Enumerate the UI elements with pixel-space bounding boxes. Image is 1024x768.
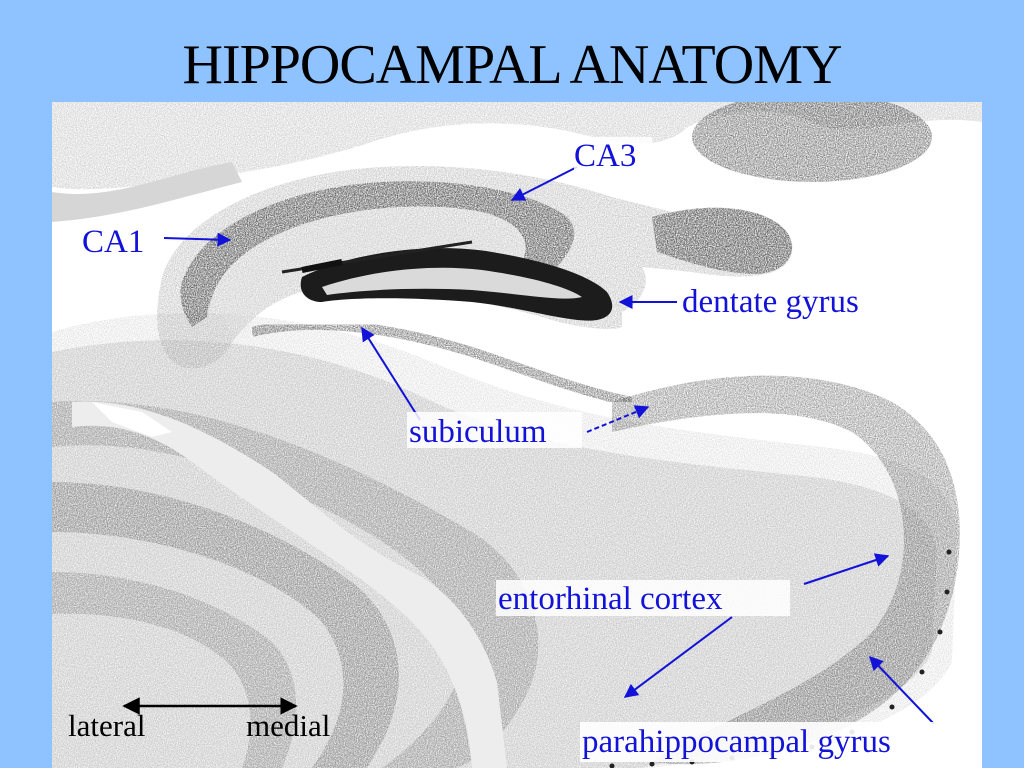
entorhinal-arrow-2 [623, 616, 733, 698]
hippocampus [157, 166, 793, 369]
label-subiculum: subiculum [409, 414, 547, 450]
slide-title: HIPPOCAMPAL ANATOMY [182, 34, 843, 96]
parahippocampal-arrow [869, 655, 935, 725]
label-parahippocampal-gyrus: parahippocampal gyrus [582, 724, 891, 760]
subiculum-arrow-1 [361, 326, 421, 421]
upper-tissue [52, 102, 982, 222]
label-ca3: CA3 [574, 138, 636, 174]
label-dentate-gyrus: dentate gyrus [682, 284, 859, 320]
label-lateral: lateral [68, 708, 145, 743]
tissue-layers [52, 312, 960, 768]
label-medial: medial [246, 708, 330, 743]
ca3-arrow [510, 166, 578, 201]
ca1-arrow [163, 232, 232, 247]
annotation-arrows [122, 166, 935, 725]
histology-figure: CA3 CA1 dentate gyrus subiculum entorhin… [52, 102, 982, 768]
hippocampus-section-image: CA3 CA1 dentate gyrus subiculum entorhin… [52, 102, 982, 768]
entorhinal-arrow-1 [803, 553, 890, 585]
label-entorhinal-cortex: entorhinal cortex [498, 581, 723, 617]
labels: CA3 CA1 dentate gyrus subiculum entorhin… [68, 137, 972, 762]
subiculum-layer [250, 319, 633, 407]
label-ca1: CA1 [82, 224, 144, 260]
subiculum-arrow-2 [586, 405, 650, 433]
